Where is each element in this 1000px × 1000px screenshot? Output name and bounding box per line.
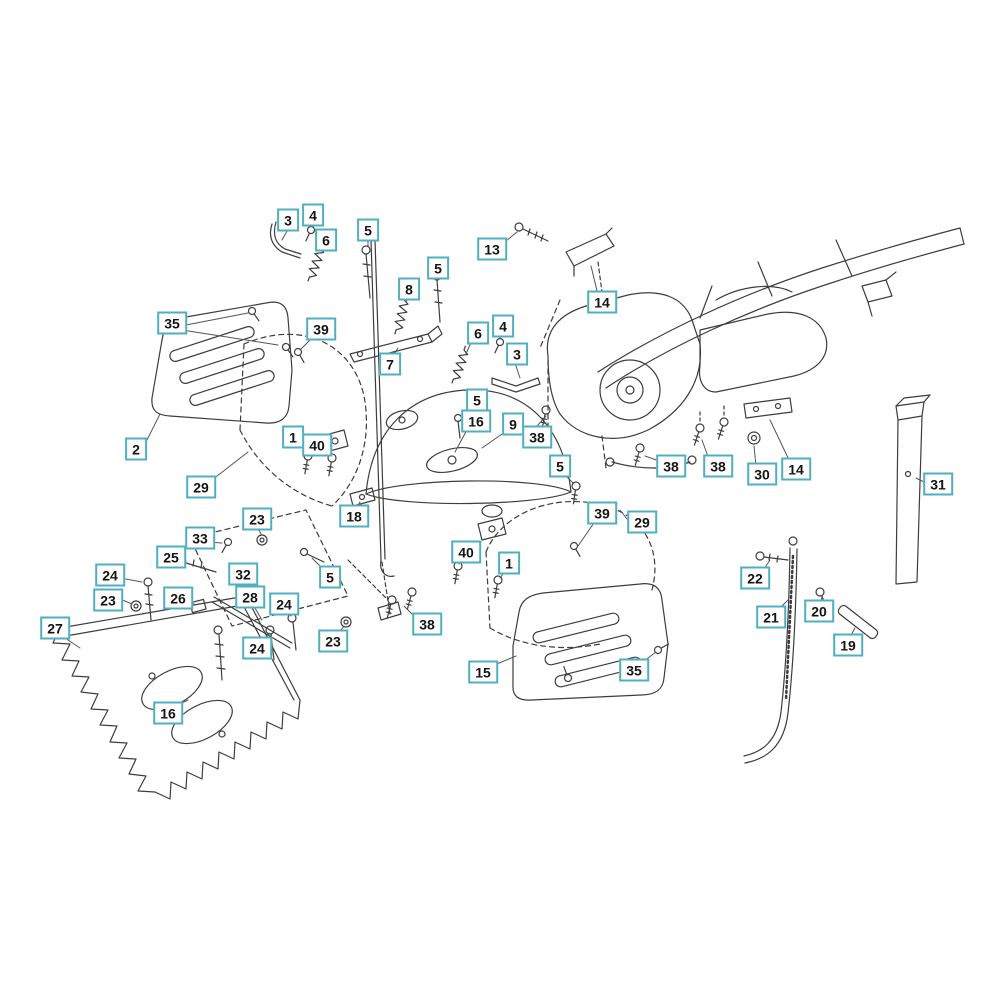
- callout-16: 16: [461, 409, 491, 433]
- hardware-cluster-drawing: [130, 509, 349, 651]
- callout-38: 38: [412, 612, 442, 636]
- callout-20: 20: [804, 599, 834, 623]
- callout-14: 14: [587, 290, 617, 314]
- callout-13: 13: [477, 237, 507, 261]
- callout-15: 15: [468, 660, 498, 684]
- callout-30: 30: [747, 462, 777, 486]
- callout-32: 32: [228, 562, 258, 586]
- callout-38: 38: [656, 454, 686, 478]
- bracket-14-top-drawing: [514, 222, 615, 293]
- right-bracket-drawing: [605, 397, 793, 469]
- callout-25: 25: [156, 545, 186, 569]
- callout-23: 23: [242, 507, 272, 531]
- callout-35: 35: [157, 311, 187, 335]
- callout-35: 35: [619, 658, 649, 682]
- callout-4: 4: [302, 203, 324, 227]
- callout-6: 6: [315, 228, 337, 252]
- callout-38: 38: [703, 454, 733, 478]
- callout-39: 39: [587, 501, 617, 525]
- callout-21: 21: [756, 605, 786, 629]
- callout-23: 23: [93, 588, 123, 612]
- callout-3: 3: [277, 208, 299, 232]
- callout-5: 5: [466, 388, 488, 412]
- callout-29: 29: [627, 510, 657, 534]
- depth-stake-drawing: [743, 536, 879, 764]
- callout-14: 14: [781, 457, 811, 481]
- callout-29: 29: [186, 475, 216, 499]
- callout-28: 28: [235, 585, 265, 609]
- callout-5: 5: [427, 256, 449, 280]
- callout-27: 27: [40, 616, 70, 640]
- callout-1: 1: [282, 425, 304, 449]
- callout-18: 18: [339, 504, 369, 528]
- callout-2: 2: [125, 437, 147, 461]
- callout-24: 24: [242, 636, 272, 660]
- callout-5: 5: [549, 454, 571, 478]
- callout-23: 23: [318, 629, 348, 653]
- callout-22: 22: [740, 566, 770, 590]
- callout-24: 24: [269, 592, 299, 616]
- callout-16: 16: [153, 701, 183, 725]
- top-left-hardware-drawing: [269, 221, 443, 336]
- callout-19: 19: [833, 633, 863, 657]
- callout-26: 26: [163, 586, 193, 610]
- callout-4: 4: [492, 314, 514, 338]
- callout-1: 1: [498, 551, 520, 575]
- callout-40: 40: [302, 433, 332, 457]
- callout-24: 24: [95, 563, 125, 587]
- bracket-7-drawing: [349, 325, 541, 393]
- right-fender-drawing: [265, 500, 671, 701]
- callout-3: 3: [506, 342, 528, 366]
- callout-40: 40: [451, 540, 481, 564]
- callout-33: 33: [185, 526, 215, 550]
- machine-body-drawing: [539, 227, 965, 469]
- callout-5: 5: [357, 218, 379, 242]
- callout-7: 7: [379, 352, 401, 376]
- callout-8: 8: [398, 277, 420, 301]
- callout-9: 9: [502, 412, 524, 436]
- callout-38: 38: [522, 425, 552, 449]
- callout-39: 39: [306, 317, 336, 341]
- vertical-bar-drawing: [895, 394, 931, 585]
- center-fender-drawing: [300, 389, 582, 507]
- callout-31: 31: [923, 472, 953, 496]
- callout-6: 6: [467, 321, 489, 345]
- callout-5: 5: [319, 565, 341, 589]
